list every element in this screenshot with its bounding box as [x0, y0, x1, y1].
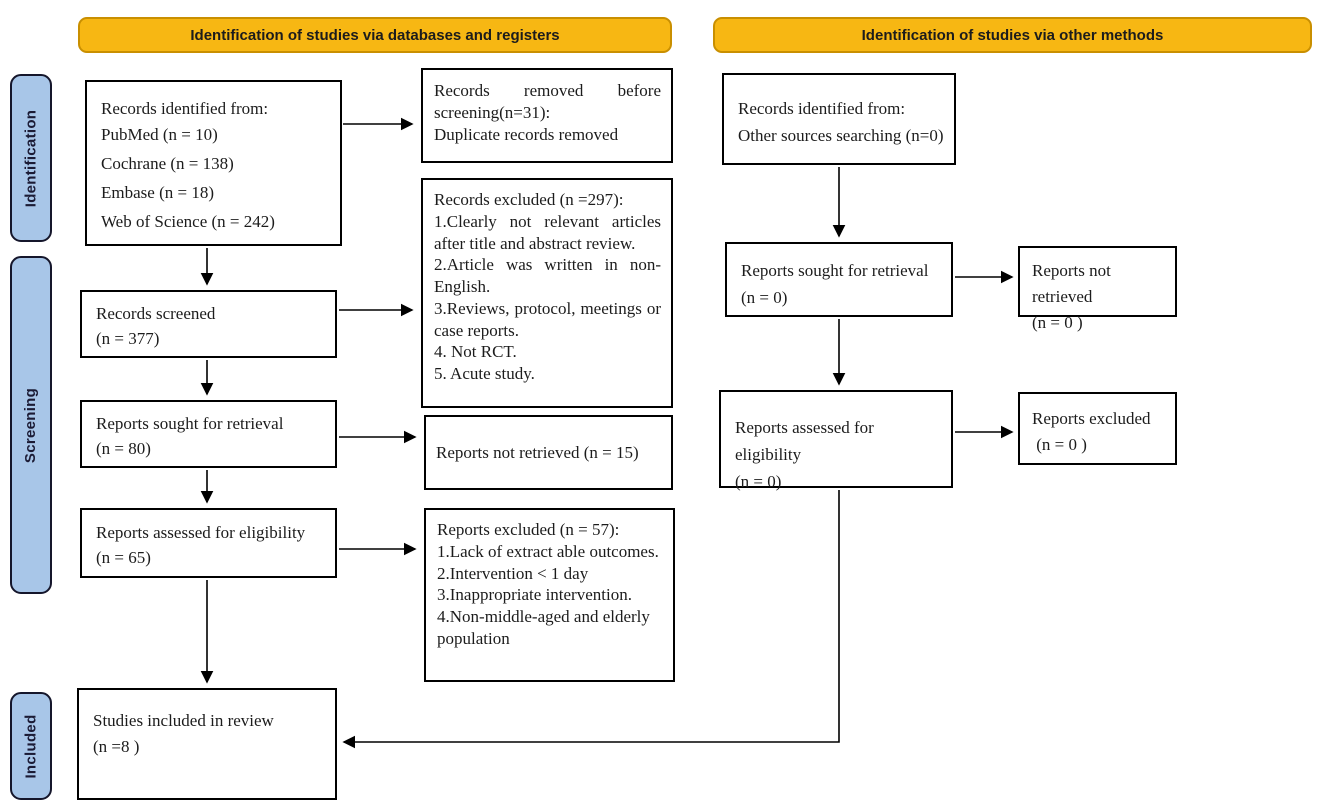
box-records-excluded: Records excluded (n =297): 1.Clearly not… — [421, 178, 673, 408]
box-reports-excluded-databases: Reports excluded (n = 57): 1.Lack of ext… — [424, 508, 675, 682]
r-records-identified-source: Other sources searching (n=0) — [738, 126, 944, 145]
r-reports-excluded-label: Reports excluded — [1032, 409, 1151, 428]
reports-sought-label: Reports sought for retrieval — [96, 414, 284, 433]
r-records-identified-title: Records identified from: — [738, 99, 906, 118]
box-reports-sought-databases: Reports sought for retrieval (n = 80) — [80, 400, 337, 468]
stage-identification-text: Identification — [22, 109, 40, 207]
stage-label-identification: Identification — [10, 74, 52, 242]
box-reports-not-retrieved-databases: Reports not retrieved (n = 15) — [424, 415, 673, 490]
stage-included-text: Included — [22, 713, 40, 779]
box-records-identified-other: Records identified from: Other sources s… — [722, 73, 956, 165]
records-screened-label: Records screened — [96, 304, 216, 323]
stage-screening-text: Screening — [22, 387, 40, 463]
records-screened-count: (n = 377) — [96, 329, 160, 348]
studies-included-label: Studies included in review — [93, 711, 274, 730]
records-excluded-reason-2: 2.Article was written in non-English. — [434, 255, 661, 296]
r-reports-assessed-label: Reports assessed for eligibility — [735, 418, 874, 464]
studies-included-count: (n =8 ) — [93, 737, 140, 756]
banner-other-methods: Identification of studies via other meth… — [713, 17, 1312, 53]
records-removed-reason: Duplicate records removed — [434, 124, 619, 144]
records-excluded-title: Records excluded (n =297): — [434, 190, 624, 209]
r-reports-sought-label: Reports sought for retrieval — [741, 261, 929, 280]
box-reports-not-retrieved-other: Reports not retrieved (n = 0 ) — [1018, 246, 1177, 332]
r-reports-assessed-count: (n = 0) — [735, 472, 782, 491]
records-excluded-reason-3: 3.Reviews, protocol, meetings or case re… — [434, 298, 661, 340]
r-reports-sought-count: (n = 0) — [741, 288, 788, 307]
reports-not-retrieved-label: Reports not retrieved (n = 15) — [436, 442, 639, 462]
r-reports-not-retrieved-label: Reports not retrieved — [1032, 261, 1111, 306]
records-excluded-reason-4: 4. Not RCT. — [434, 342, 517, 362]
reports-sought-count: (n = 80) — [96, 439, 151, 458]
r-reports-excluded-count: (n = 0 ) — [1032, 435, 1087, 454]
box-reports-assessed-databases: Reports assessed for eligibility (n = 65… — [80, 508, 337, 578]
stage-label-included: Included — [10, 692, 52, 800]
banner-other-label: Identification of studies via other meth… — [861, 26, 1164, 44]
source-embase: Embase (n = 18) — [101, 182, 214, 202]
r-reports-not-retrieved-count: (n = 0 ) — [1032, 313, 1083, 332]
box-records-removed-before-screening: Records removed before screening(n=31): … — [421, 68, 673, 163]
banner-databases-label: Identification of studies via databases … — [190, 26, 560, 44]
box-reports-sought-other: Reports sought for retrieval (n = 0) — [725, 242, 953, 317]
records-excluded-reason-1: 1.Clearly not relevant articles after ti… — [434, 211, 661, 253]
box-reports-excluded-other: Reports excluded (n = 0 ) — [1018, 392, 1177, 465]
box-records-screened: Records screened (n = 377) — [80, 290, 337, 358]
reports-excluded-reason-4: 4.Non-middle-aged and elderly population — [437, 607, 650, 648]
reports-excluded-title: Reports excluded (n = 57): — [437, 520, 620, 539]
reports-assessed-count: (n = 65) — [96, 548, 151, 567]
reports-excluded-reason-1: 1.Lack of extract able outcomes. — [437, 541, 659, 561]
records-removed-title: Records removed before screening(n=31): — [434, 81, 661, 122]
records-excluded-reason-5: 5. Acute study. — [434, 364, 535, 383]
box-studies-included: Studies included in review (n =8 ) — [77, 688, 337, 800]
source-web-of-science: Web of Science (n = 242) — [101, 211, 275, 231]
source-cochrane: Cochrane (n = 138) — [101, 153, 234, 173]
reports-excluded-reason-3: 3.Inappropriate intervention. — [437, 585, 632, 605]
records-identified-title: Records identified from: — [101, 99, 269, 118]
stage-label-screening: Screening — [10, 256, 52, 594]
source-pubmed: PubMed (n = 10) — [101, 124, 218, 144]
reports-excluded-reason-2: 2.Intervention < 1 day — [437, 563, 589, 583]
reports-assessed-label: Reports assessed for eligibility — [96, 523, 306, 542]
box-records-identified-databases: Records identified from: PubMed (n = 10)… — [85, 80, 342, 246]
banner-databases-registers: Identification of studies via databases … — [78, 17, 672, 53]
box-reports-assessed-other: Reports assessed for eligibility (n = 0) — [719, 390, 953, 491]
